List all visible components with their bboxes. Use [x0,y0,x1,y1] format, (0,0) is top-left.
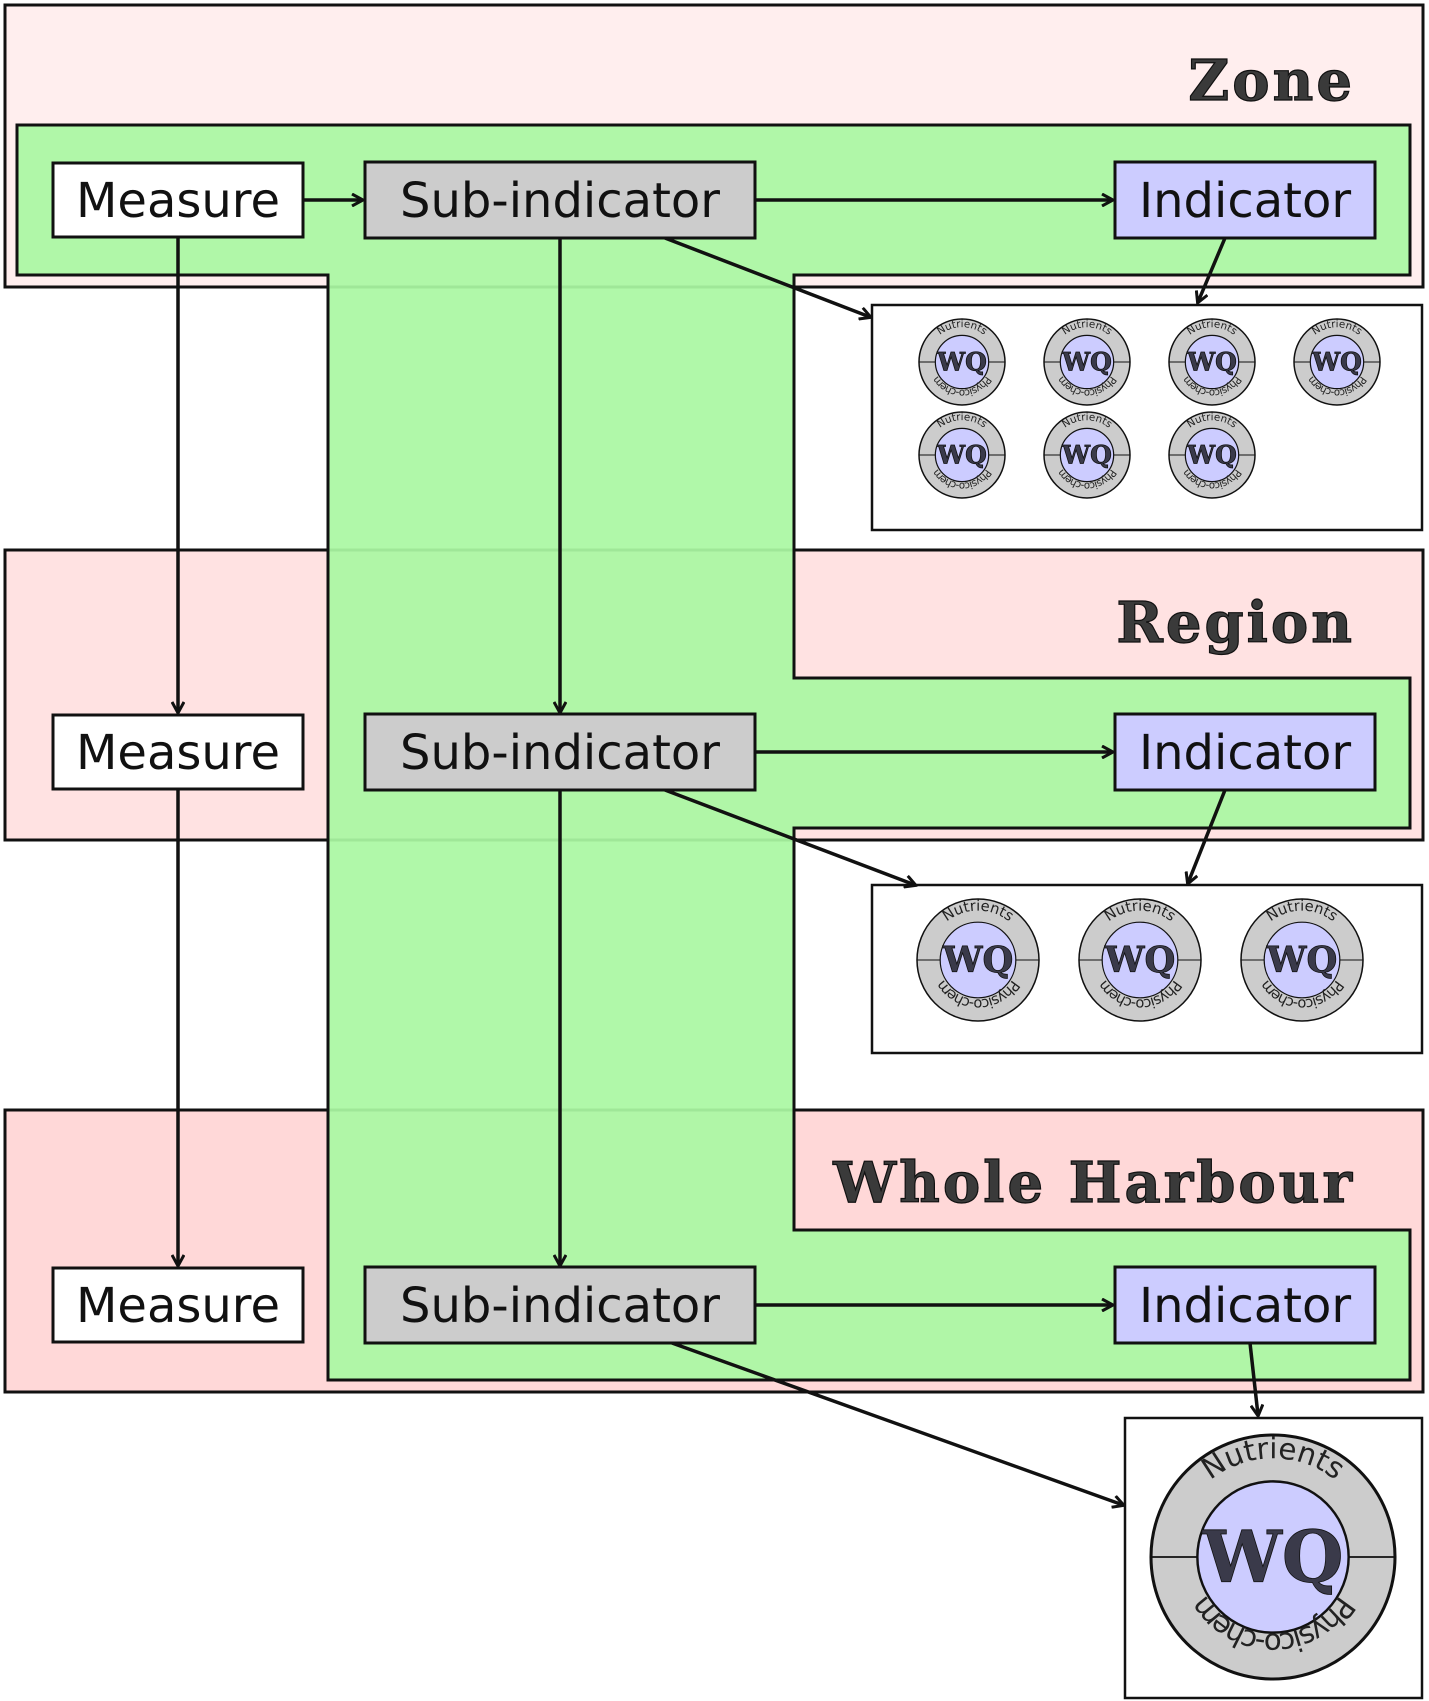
badge-center-label: WQ [1186,441,1237,470]
arrow-region-indicator-to-badges [1188,789,1227,883]
harbour-sub-indicator-node: Sub-indicator [363,1265,757,1345]
connector-arrows [178,200,1258,1505]
zone-level-title: Zone [1188,48,1355,114]
badge-top-label: Nutrients [1060,411,1114,430]
harbour-indicator-node: Indicator [1113,1265,1377,1345]
zone-wq-badges: NutrientsPhysico-chemWQNutrientsPhysico-… [918,318,1381,499]
zone-measure-label: Measure [76,173,280,229]
badge-center-label: WQ [1061,441,1112,470]
region-measure-node: Measure [51,713,305,791]
zone-measure-node: Measure [51,161,305,239]
region-sub-indicator-node: Sub-indicator [363,712,757,792]
zone-indicator-label: Indicator [1139,173,1351,229]
badge-center-label: WQ [1104,940,1176,981]
arrow-zone-sub-to-badges [664,236,870,317]
region-sub-indicator-label: Sub-indicator [400,725,720,781]
harbour-measure-label: Measure [76,1278,280,1334]
zone-sub-indicator-node: Sub-indicator [363,160,757,240]
arrow-zone-indicator-to-badges [1198,237,1227,302]
badge-center-label: WQ [942,940,1014,981]
harbour-measure-node: Measure [51,1266,305,1344]
badge-top-label: Nutrients [935,411,989,430]
badge-top-label: Nutrients [1060,318,1114,337]
arrow-harbour-indicator-to-badge [1248,1342,1258,1415]
region-indicator-label: Indicator [1139,725,1351,781]
region-measure-label: Measure [76,725,280,781]
badge-center-label: WQ [1186,348,1237,377]
zone-indicator-node: Indicator [1113,160,1377,240]
badge-center-label: WQ [936,348,987,377]
badge-center-label: WQ [1311,348,1362,377]
badge-center-label: WQ [1201,1515,1343,1598]
badge-top-label: Nutrients [1185,318,1239,337]
badge-center-label: WQ [936,441,987,470]
arrow-harbour-sub-to-badge [671,1341,1123,1505]
harbour-indicator-label: Indicator [1139,1278,1351,1334]
badge-center-label: WQ [1061,348,1112,377]
harbour-level-title: Whole Harbour [832,1150,1355,1216]
region-level-title: Region [1116,590,1355,656]
badge-top-label: Nutrients [1310,318,1364,337]
badge-top-label: Nutrients [935,318,989,337]
badge-top-label: Nutrients [1185,411,1239,430]
zone-sub-indicator-label: Sub-indicator [400,173,720,229]
arrow-region-sub-to-badges [664,788,915,885]
region-indicator-node: Indicator [1113,712,1377,792]
badge-center-label: WQ [1266,940,1338,981]
harbour-sub-indicator-label: Sub-indicator [400,1278,720,1334]
